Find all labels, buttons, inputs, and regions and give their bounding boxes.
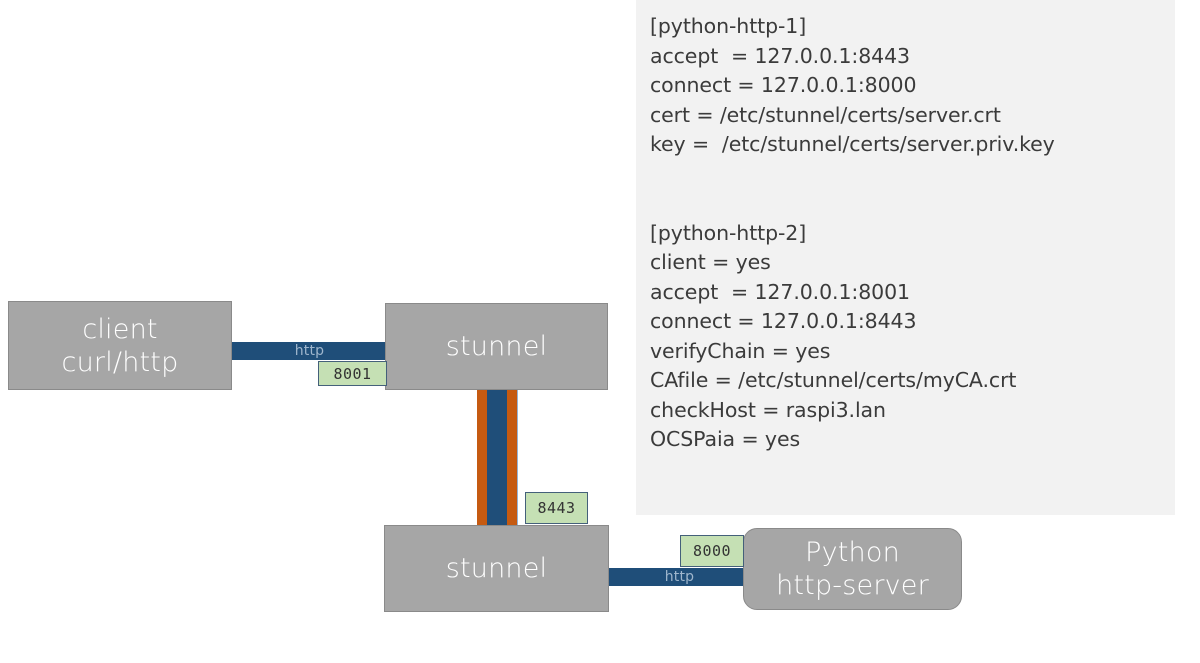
config-line: connect = 127.0.0.1:8000: [650, 73, 917, 97]
node-python-http-server: Python http-server: [743, 528, 962, 610]
stunnel-config-panel: [python-http-1] accept = 127.0.0.1:8443 …: [636, 0, 1175, 515]
node-stunnel-client-side: stunnel: [385, 303, 608, 390]
port-badge-8001: 8001: [318, 361, 387, 386]
config-line: cert = /etc/stunnel/certs/server.crt: [650, 102, 1001, 127]
config-line: key = /etc/stunnel/certs/server.priv.key: [650, 132, 1055, 156]
port-badge-8000: 8000: [680, 535, 744, 567]
tls-tunnel-stripe-right: [507, 388, 517, 527]
config-line: verifyChain = yes: [650, 338, 831, 363]
config-service-2-block: [python-http-2] client = yes accept = 12…: [650, 219, 1175, 455]
tls-tunnel-core: [487, 388, 507, 527]
config-line: [python-http-2]: [650, 220, 807, 245]
config-line: OCSPaia = yes: [650, 427, 801, 451]
config-line: accept = 127.0.0.1:8001: [650, 279, 910, 304]
node-python-http-server-label-line-2: http-server: [776, 570, 929, 601]
node-stunnel-client-side-label: stunnel: [445, 331, 548, 362]
node-client-label-line-1: client: [82, 313, 158, 345]
tls-tunnel-stripe-left: [477, 388, 487, 527]
config-line: [python-http-1]: [650, 14, 807, 38]
link-protocol-label: http: [664, 569, 695, 585]
node-stunnel-server-side: stunnel: [384, 525, 609, 612]
link-stunnel-to-python-http-server: http: [609, 568, 750, 586]
config-line: accept = 127.0.0.1:8443: [650, 43, 910, 68]
node-python-http-server-label-line-1: Python: [805, 537, 900, 568]
config-service-1-block: [python-http-1] accept = 127.0.0.1:8443 …: [650, 12, 1175, 160]
node-stunnel-server-side-label: stunnel: [445, 553, 548, 584]
link-client-to-stunnel: http: [232, 342, 387, 360]
config-line: connect = 127.0.0.1:8443: [650, 309, 917, 333]
config-block-separator: [650, 160, 1175, 219]
link-tls-tunnel: [477, 388, 518, 527]
port-badge-8443: 8443: [525, 492, 588, 524]
config-line: checkHost = raspi3.lan: [650, 397, 886, 422]
link-protocol-label: http: [294, 343, 325, 359]
config-line: CAfile = /etc/stunnel/certs/myCA.crt: [650, 368, 1017, 392]
tls-tunnel-edge: [517, 388, 518, 527]
node-client-label-line-2: curl/http: [61, 346, 179, 378]
config-line: client = yes: [650, 250, 771, 274]
node-client: client curl/http: [8, 301, 232, 390]
